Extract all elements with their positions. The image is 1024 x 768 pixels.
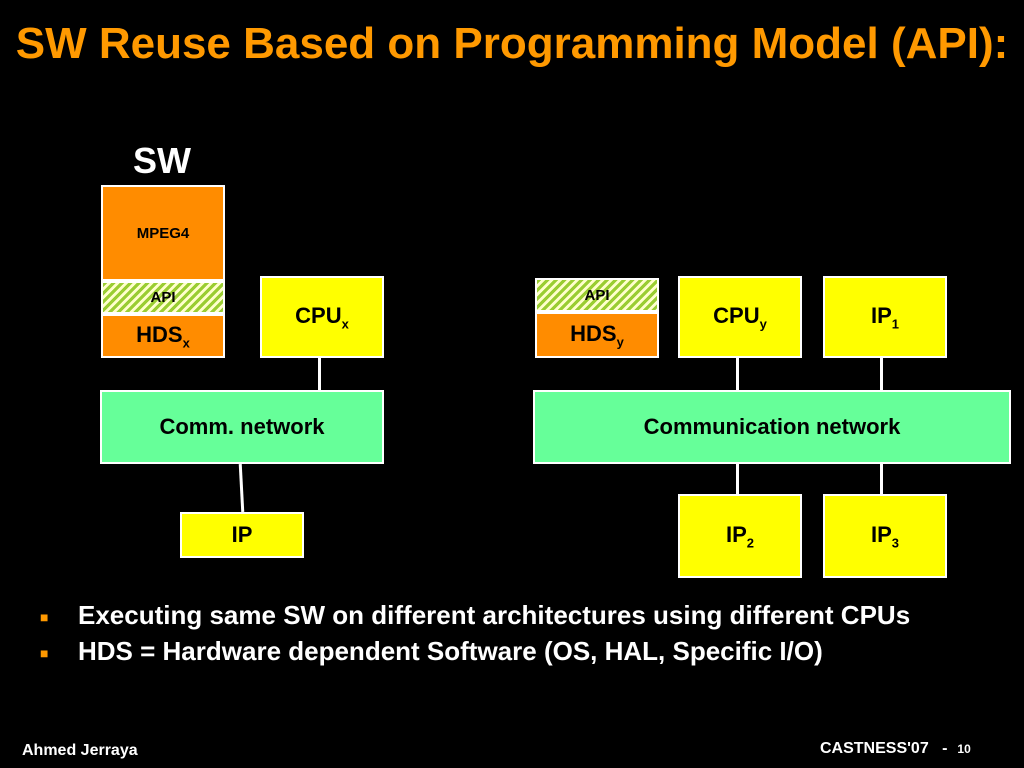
page-title: SW Reuse Based on Programming Model (API… xyxy=(15,19,1009,68)
communication-network-right: Communication network xyxy=(533,390,1011,464)
ip3-label: IP3 xyxy=(870,521,900,551)
bullet-list: ■ Executing same SW on different archite… xyxy=(40,598,998,670)
hds-x-block: HDSx xyxy=(101,314,225,358)
connector-ip2 xyxy=(736,464,739,496)
bullet-item: ■ Executing same SW on different archite… xyxy=(40,598,998,634)
cpu-y-label: CPUy xyxy=(713,302,767,332)
hds-y-block: HDSy xyxy=(535,312,659,358)
footer-event: CASTNESS'07 - xyxy=(820,740,948,757)
ip3-block: IP3 xyxy=(823,494,947,578)
ip-block-left: IP xyxy=(180,512,304,558)
hds-x-label: HDSx xyxy=(136,321,190,351)
connector-ip-left xyxy=(238,463,245,513)
connector-cpu-x xyxy=(318,358,321,390)
api-label-right: API xyxy=(584,286,610,304)
bullet-text: HDS = Hardware dependent Software (OS, H… xyxy=(78,636,823,666)
footer-author: Ahmed Jerraya xyxy=(22,742,138,759)
api-layer-left: API xyxy=(101,281,225,314)
ip1-block: IP1 xyxy=(823,276,947,358)
square-bullet-icon: ■ xyxy=(40,645,49,661)
comm-network-left: Comm. network xyxy=(100,390,384,464)
api-label-left: API xyxy=(150,289,176,306)
mpeg4-block: MPEG4 xyxy=(101,185,225,281)
footer-right: CASTNESS'07 - 10 xyxy=(820,740,971,758)
ip2-block: IP2 xyxy=(678,494,802,578)
page-number: 10 xyxy=(957,742,971,756)
mpeg4-label: MPEG4 xyxy=(136,224,190,242)
cpu-y-block: CPUy xyxy=(678,276,802,358)
ip-left-label: IP xyxy=(231,522,253,547)
ip1-label: IP1 xyxy=(870,302,900,332)
sw-label: SW xyxy=(133,140,191,181)
bullet-text: Executing same SW on different architect… xyxy=(78,600,911,630)
comm-network-left-label: Comm. network xyxy=(159,414,325,439)
cpu-x-label: CPUx xyxy=(295,302,349,332)
api-layer-right: API xyxy=(535,278,659,312)
connector-ip1 xyxy=(880,358,883,390)
connector-ip3 xyxy=(880,464,883,496)
cpu-x-block: CPUx xyxy=(260,276,384,358)
bullet-item: ■ HDS = Hardware dependent Software (OS,… xyxy=(40,634,998,670)
connector-cpu-y xyxy=(736,358,739,390)
square-bullet-icon: ■ xyxy=(40,609,49,625)
hds-y-label: HDSy xyxy=(570,320,624,350)
communication-network-right-label: Communication network xyxy=(643,414,901,439)
ip2-label: IP2 xyxy=(725,521,755,551)
